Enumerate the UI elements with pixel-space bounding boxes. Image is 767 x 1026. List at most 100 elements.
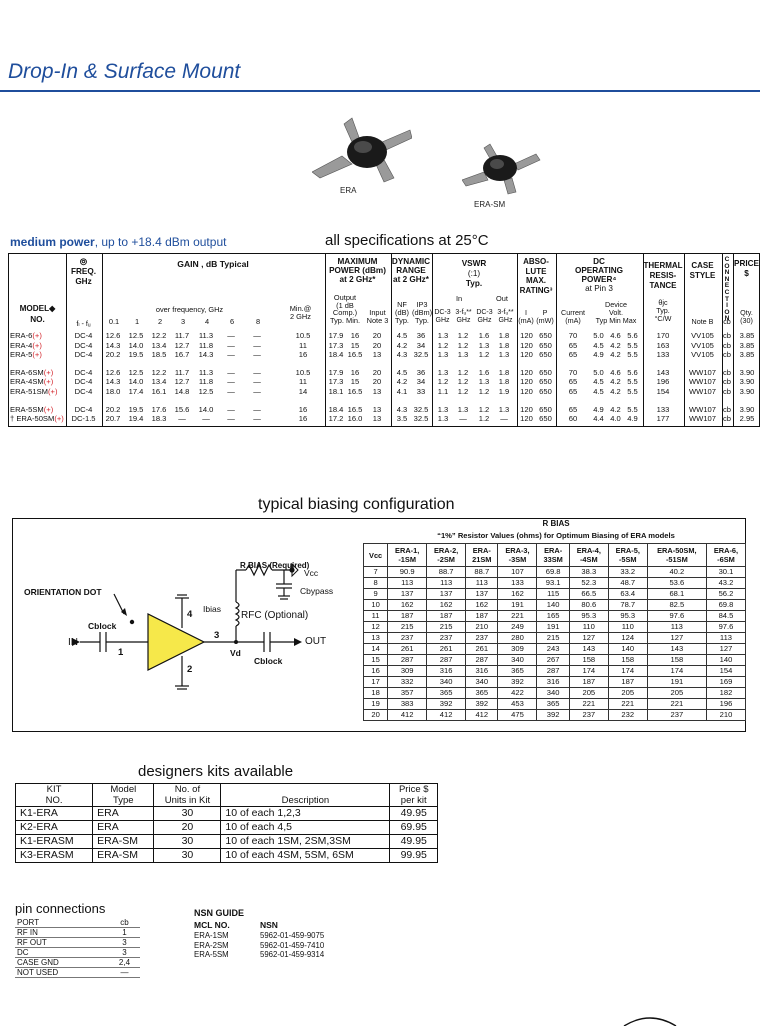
rbias-cell: 191 <box>497 599 538 611</box>
rbias-col-header: ERA-2,-2SM <box>426 543 467 567</box>
rbias-cell: 158 <box>646 654 707 666</box>
nf-header: NF(dB)Typ. <box>395 300 409 325</box>
spec-cell-th: 143 <box>656 367 670 377</box>
rbias-cell: 191 <box>646 676 707 688</box>
kits-cell: K1-ERA <box>14 806 94 821</box>
spec-cell-vmin: 4.2 <box>610 340 621 350</box>
rbias-table-subtitle: “1%” Resistor Values (ohms) for Optimum … <box>437 531 675 540</box>
rbias-cell: 110 <box>607 621 648 633</box>
model-number: ERA-6 <box>10 331 33 340</box>
rbias-cell: 113 <box>646 621 707 633</box>
kits-cell: 30 <box>153 806 222 821</box>
spec-cell-g2: 13.4 <box>151 340 167 350</box>
spec-cell-freq: DC-4 <box>74 387 93 396</box>
rbias-cell: 365 <box>426 687 467 699</box>
rbias-col-header: ERA-21SM <box>465 543 499 567</box>
spec-cell-price: 3.85 <box>739 331 755 340</box>
spec-cell-input: 20 <box>372 377 382 387</box>
spec-cell-out_typ: 18.4 <box>328 350 344 360</box>
spec-cell-g3: 14.8 <box>174 387 190 396</box>
spec-cell-out_min: 16.5 <box>347 387 363 396</box>
spec-cell-freq: DC-4 <box>74 377 93 387</box>
spec-cell-p: 650 <box>539 377 552 387</box>
rbias-cell: 80.6 <box>568 599 609 611</box>
spec-cell-g4: 11.8 <box>198 377 214 387</box>
biasing-box <box>12 518 746 732</box>
spec-cell-vmin: 4.6 <box>610 367 621 377</box>
rbias-cell: 69.8 <box>536 566 570 578</box>
rbias-cell: 140 <box>705 654 747 666</box>
kits-cell: 49.95 <box>389 834 438 849</box>
kits-cell: K3-ERASM <box>14 848 94 863</box>
header-rule <box>0 90 760 92</box>
rbias-cell: 78.7 <box>607 599 648 611</box>
cbypass-label: Cbypass <box>300 586 334 596</box>
spec-cell-vmax: 5.6 <box>627 367 638 377</box>
rbias-cell: 187 <box>465 610 499 622</box>
rbias-cell: 412 <box>426 709 467 721</box>
pins-cell: CASE GND <box>15 957 109 968</box>
pins-cell: 3 <box>108 937 140 948</box>
nsn-mcl: ERA-1SM <box>194 931 229 940</box>
rbias-cell: 237 <box>646 709 707 721</box>
rbias-cell: 309 <box>497 643 538 655</box>
plus-marker: (+) <box>43 377 54 387</box>
spec-cell-case: VV105 <box>691 350 714 360</box>
rbias-cell: 95.3 <box>607 610 648 622</box>
pin4-label: 4 <box>187 609 193 620</box>
spec-cell-price: 3.90 <box>739 377 755 387</box>
rbias-cell: 316 <box>536 676 570 688</box>
spec-cell-cur: 70 <box>568 367 578 377</box>
rbias-cell: 215 <box>387 621 428 633</box>
spec-cell-g1: 19.4 <box>128 414 144 424</box>
spec-cell-v4: 1.8 <box>498 331 510 340</box>
spec-cell-v1: 1.3 <box>437 350 449 360</box>
spec-cell-case: WW107 <box>688 367 716 377</box>
spec-cell-g6: — <box>253 331 261 340</box>
spec-cell-g5: — <box>227 367 235 377</box>
connection-letter: T <box>724 295 730 303</box>
spec-cell-ip3: 32.5 <box>413 350 429 360</box>
spec-cell-v1: 1.2 <box>437 377 449 387</box>
rbias-cell: 7 <box>362 566 389 578</box>
spec-cell-g3: 12.7 <box>174 340 190 350</box>
spec-cell-min: 10.5 <box>295 367 311 377</box>
spec-cell-v2: — <box>459 414 467 424</box>
spec-cell-min: 16 <box>298 414 308 424</box>
rbias-cell: 66.5 <box>568 588 609 600</box>
spec-cell-g4: 11.3 <box>198 367 214 377</box>
spec-cell-cur: 60 <box>568 414 578 424</box>
spec-cell-g5: — <box>227 404 235 414</box>
rbias-cell: 124 <box>607 632 648 644</box>
spec-cell-v1: 1.3 <box>437 331 449 340</box>
spec-cell-v1: 1.3 <box>437 404 449 414</box>
spec-cell-th: 154 <box>656 387 670 396</box>
spec-cell-g6: — <box>253 414 261 424</box>
gain-col-header: 0.1 <box>108 317 120 326</box>
rbias-cell: 187 <box>607 676 648 688</box>
plus-marker: (+) <box>32 350 42 360</box>
nsn-col-header: NSN <box>260 920 278 930</box>
spec-cell-g2: 18.3 <box>151 414 167 424</box>
spec-cell-v3: 1.3 <box>478 377 490 387</box>
spec-cell-g0: 14.3 <box>105 340 121 350</box>
spec-cell-g2: 13.4 <box>151 377 167 387</box>
spec-cell-out_min: 15 <box>350 377 360 387</box>
spec-cell-nf: 4.1 <box>396 387 408 396</box>
spec-cell-freq: DC-4 <box>74 367 93 377</box>
spec-cell-vmin: 4.0 <box>610 414 621 424</box>
spec-cell-g6: — <box>253 387 261 396</box>
partial-logo-mark <box>623 1017 677 1026</box>
rbias-cell: 249 <box>497 621 538 633</box>
rbias-cell: 113 <box>705 632 747 644</box>
spec-cell-g0: 12.6 <box>105 331 121 340</box>
